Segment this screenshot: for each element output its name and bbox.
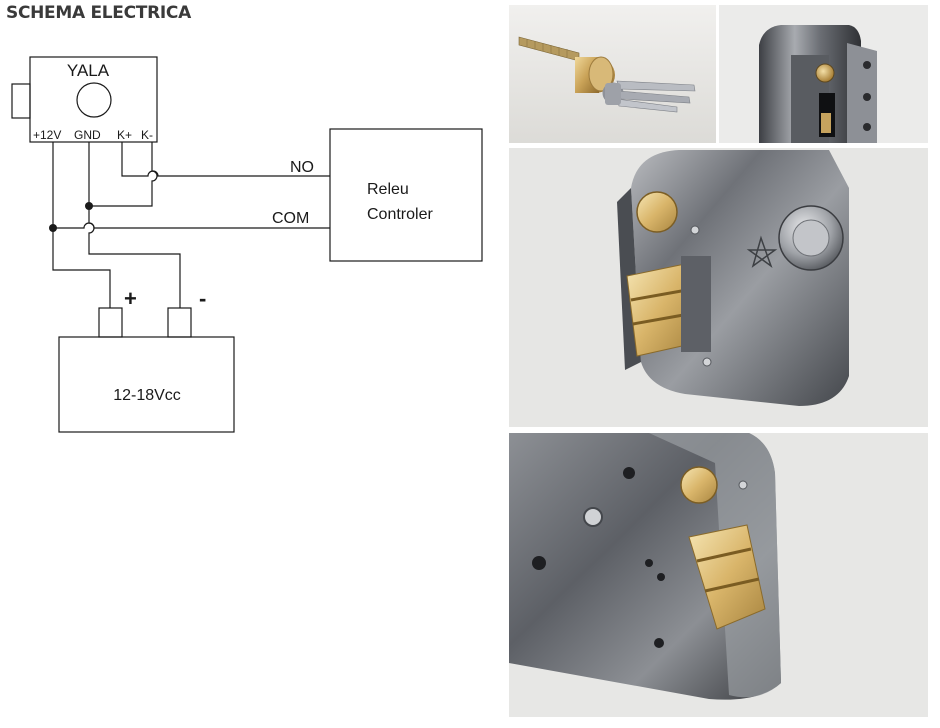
supply-minus-label: - — [199, 286, 206, 311]
supply-plus-label: + — [124, 286, 137, 311]
supply-plus-terminal — [98, 307, 123, 338]
no-label: NO — [290, 159, 314, 176]
lock-cylinder-icon — [76, 82, 112, 118]
lock-side-photo — [719, 5, 928, 143]
wire-gnd — [88, 142, 181, 308]
junction-12v — [49, 224, 57, 232]
terminal-gnd: GND — [74, 128, 101, 142]
supply-label: 12-18Vcc — [113, 387, 181, 404]
terminal-12v: +12V — [33, 128, 61, 142]
supply-box — [58, 336, 235, 433]
key-cylinder-photo — [509, 5, 716, 143]
wire-com — [53, 222, 330, 229]
terminal-kplus: K+ — [117, 128, 132, 142]
terminal-kminus: K- — [141, 128, 153, 142]
wire-kminus-gnd — [89, 142, 158, 207]
page-title: SCHEMA ELECTRICA — [6, 3, 191, 23]
lock-front-photo — [509, 148, 928, 427]
lock-bolt-stub — [11, 83, 31, 119]
com-label: COM — [272, 210, 309, 227]
supply-minus-terminal — [167, 307, 192, 338]
wire-12v — [52, 142, 111, 308]
lock-closeup-photo — [509, 433, 928, 717]
controller-label-line1: Releu — [367, 181, 409, 198]
controller-box — [329, 128, 483, 262]
wiring-diagram: YALA +12V GND K+ K- NO COM Releu Control… — [11, 56, 483, 433]
junction-gnd — [85, 202, 93, 210]
controller-label-line2: Controler — [367, 206, 433, 223]
lock-label: YALA — [67, 61, 110, 80]
